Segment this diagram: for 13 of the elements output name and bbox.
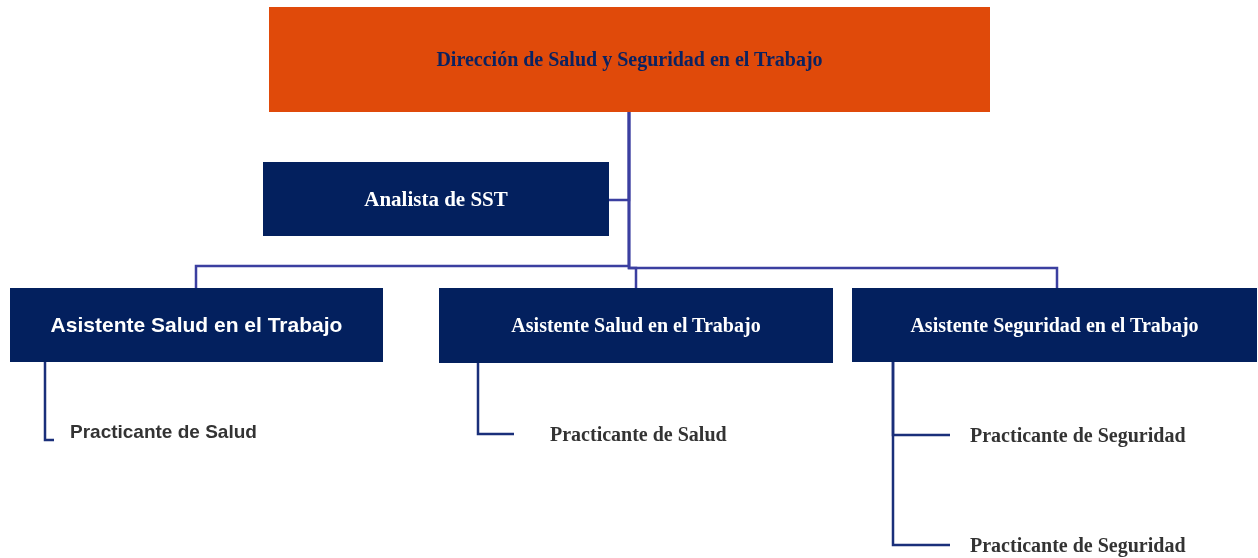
connector-line <box>476 363 514 436</box>
role-box: Asistente Salud en el Trabajo <box>10 288 383 362</box>
connector-line <box>627 112 1059 288</box>
connector-line <box>891 362 950 547</box>
role-box: Analista de SST <box>263 162 609 236</box>
role-box: Asistente Salud en el Trabajo <box>439 288 833 363</box>
role-box: Asistente Seguridad en el Trabajo <box>852 288 1257 362</box>
role-box: Dirección de Salud y Seguridad en el Trabajo <box>269 7 990 112</box>
connector-line <box>43 362 54 442</box>
role-label: Practicante de Salud <box>514 420 784 448</box>
role-label: Practicante de Seguridad <box>950 531 1250 558</box>
role-label: Practicante de Seguridad <box>950 421 1250 449</box>
role-label: Practicante de Salud <box>54 418 304 446</box>
